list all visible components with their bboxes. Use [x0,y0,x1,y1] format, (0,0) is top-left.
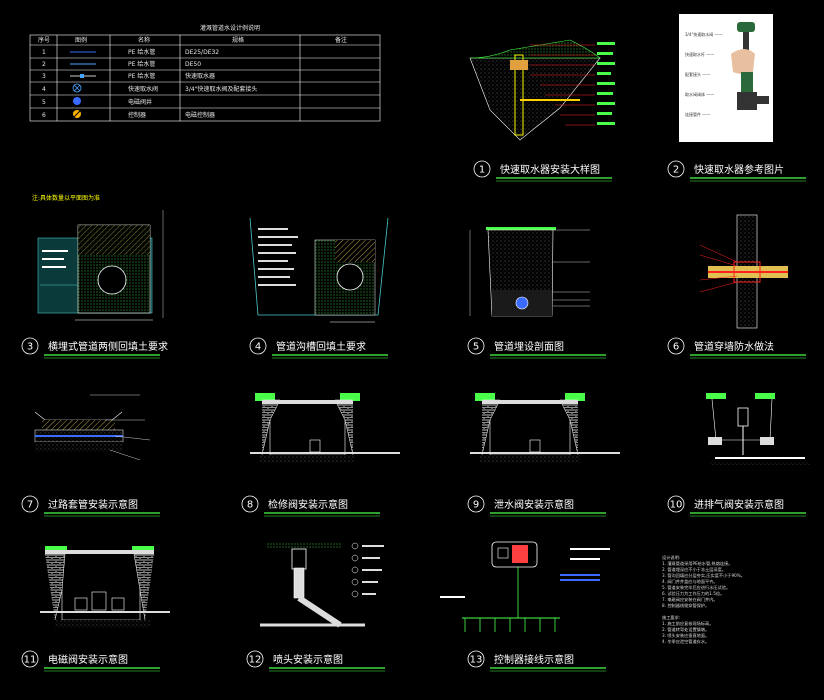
figure-number: 5 [473,342,479,353]
figure-number: 8 [247,500,253,511]
figure-number: 10 [670,500,683,511]
figure-number: 3 [27,342,33,353]
fig-10-drawing [706,393,810,465]
figure-title: 控制器接线示意图 [494,653,574,666]
figure-title: 进排气阀安装示意图 [694,498,784,511]
figure-label-13: 13 控制器接线示意图 [467,650,606,672]
figure-title: 快速取水器安装大样图 [500,163,600,176]
legend-row-spec: 快速取水器 [185,72,215,80]
figure-number-circle [467,650,485,668]
figure-number: 2 [673,165,679,176]
fig-9-drawing [470,393,620,463]
figure-title: 管道埋设剖面图 [494,340,564,353]
figure-title: 检修阀安装示意图 [268,498,348,511]
figure-number: 4 [255,342,261,353]
figure-number-circle [473,160,491,178]
figure-label-4: 4 管道沟槽回填土要求 [249,337,388,359]
figure-number: 11 [24,655,37,666]
legend-row-name: PE 给水管 [128,60,155,68]
legend-row-spec: DE50 [185,61,201,68]
fig-13-drawing [440,541,610,632]
fig-1-drawing [469,39,615,141]
figure-number-circle [467,337,485,355]
figure-number-circle [246,650,264,668]
figure-number-circle [667,495,685,513]
legend-row-name: PE 给水管 [128,72,155,80]
figure-number-circle [241,495,259,513]
fig-4-drawing [249,217,389,323]
figure-label-8: 8 检修阀安装示意图 [241,495,380,517]
figure-number: 7 [27,500,33,511]
valve-symbol [72,83,82,93]
figure-number-circle [21,650,39,668]
fig-8-drawing [250,393,400,463]
legend-header-note: 备注 [335,36,347,44]
figure-label-12: 12 喷头安装示意图 [246,650,385,672]
legend-table: 灌溉管道水设计例说明 序号 图例 名称 规格 备注 1 PE 给水管 DE25/DE… [29,24,381,122]
fig-12-drawing [260,542,384,628]
controller-symbol [73,110,81,118]
figure-title: 管道穿墙防水做法 [694,340,774,353]
legend-title: 灌溉管道水设计例说明 [200,24,260,32]
figure-title: 横埋式管道两侧回填土要求 [48,340,168,353]
figure-number-circle [467,495,485,513]
figure-number: 13 [470,655,483,666]
figure-number-circle [21,337,39,355]
figure-label-2: 2 快速取水器参考图片 [667,160,806,182]
general-notes: 设计说明: 1. 灌溉管道采用PE给水管,热熔连接。 2. 管道埋深应不小于冻土… [662,555,745,644]
legend-header-name: 名称 [138,36,150,44]
figure-label-5: 5 管道埋设剖面图 [467,337,606,359]
fig-11-drawing [40,546,170,628]
figure-title: 过路套管安装示意图 [48,498,138,511]
fig-6-drawing [699,214,788,329]
legend-row-name: 控制器 [128,111,146,119]
figure-number: 6 [673,342,679,353]
fig-3-drawing [37,210,164,321]
figure-title: 泄水阀安装示意图 [494,498,574,511]
legend-row-no: 3 [42,73,46,80]
figure-label-3: 3 横埋式管道两侧回填土要求 [21,337,168,359]
legend-row-no: 5 [42,99,46,106]
well-symbol [73,97,81,105]
legend-row-name: 电磁阀井 [128,98,152,106]
pipe-symbol-3 [70,74,96,78]
legend-row-spec: 电磁控制器 [185,111,215,119]
note-top: 注:具体数量以平面图为准 [32,194,100,202]
figure-label-7: 7 过路套管安装示意图 [21,495,160,517]
fig-7-drawing [34,394,151,461]
legend-row-no: 6 [42,112,46,119]
figure-label-11: 11 电磁阀安装示意图 [21,650,160,672]
figure-number-circle [249,337,267,355]
figure-label-1: 1 快速取水器安装大样图 [473,160,612,182]
figure-title: 电磁阀安装示意图 [48,653,128,666]
figure-number: 9 [473,500,479,511]
figure-label-6: 6 管道穿墙防水做法 [667,337,806,359]
legend-row-name: 快速取水阀 [128,85,158,93]
figure-title: 管道沟槽回填土要求 [276,340,366,353]
legend-row-no: 2 [42,61,46,68]
figure-label-9: 9 泄水阀安装示意图 [467,495,606,517]
figure-title: 快速取水器参考图片 [694,163,784,176]
legend-row-spec: DE25/DE32 [185,49,219,56]
figure-title: 喷头安装示意图 [273,653,343,666]
fig-5-drawing [469,227,590,317]
reference-photo: 3/4"快速取水阀 —— 快速取水杆 —— 配套接头 —— 取水阀阀体 —— 连… [679,14,773,142]
figure-number: 1 [479,165,485,176]
legend-row-no: 1 [42,49,46,56]
figure-number-circle [667,337,685,355]
legend-row-no: 4 [42,86,46,93]
figure-number-circle [21,495,39,513]
figure-number: 12 [249,655,262,666]
legend-header-symbol: 图例 [75,36,87,44]
legend-header-spec: 规格 [232,36,244,44]
figure-label-10: 10 进排气阀安装示意图 [667,495,806,517]
legend-header-no: 序号 [38,36,50,44]
legend-row-name: PE 给水管 [128,48,155,56]
figure-number-circle [667,160,685,178]
legend-row-spec: 3/4"快速取水阀及配套接头 [185,85,257,93]
